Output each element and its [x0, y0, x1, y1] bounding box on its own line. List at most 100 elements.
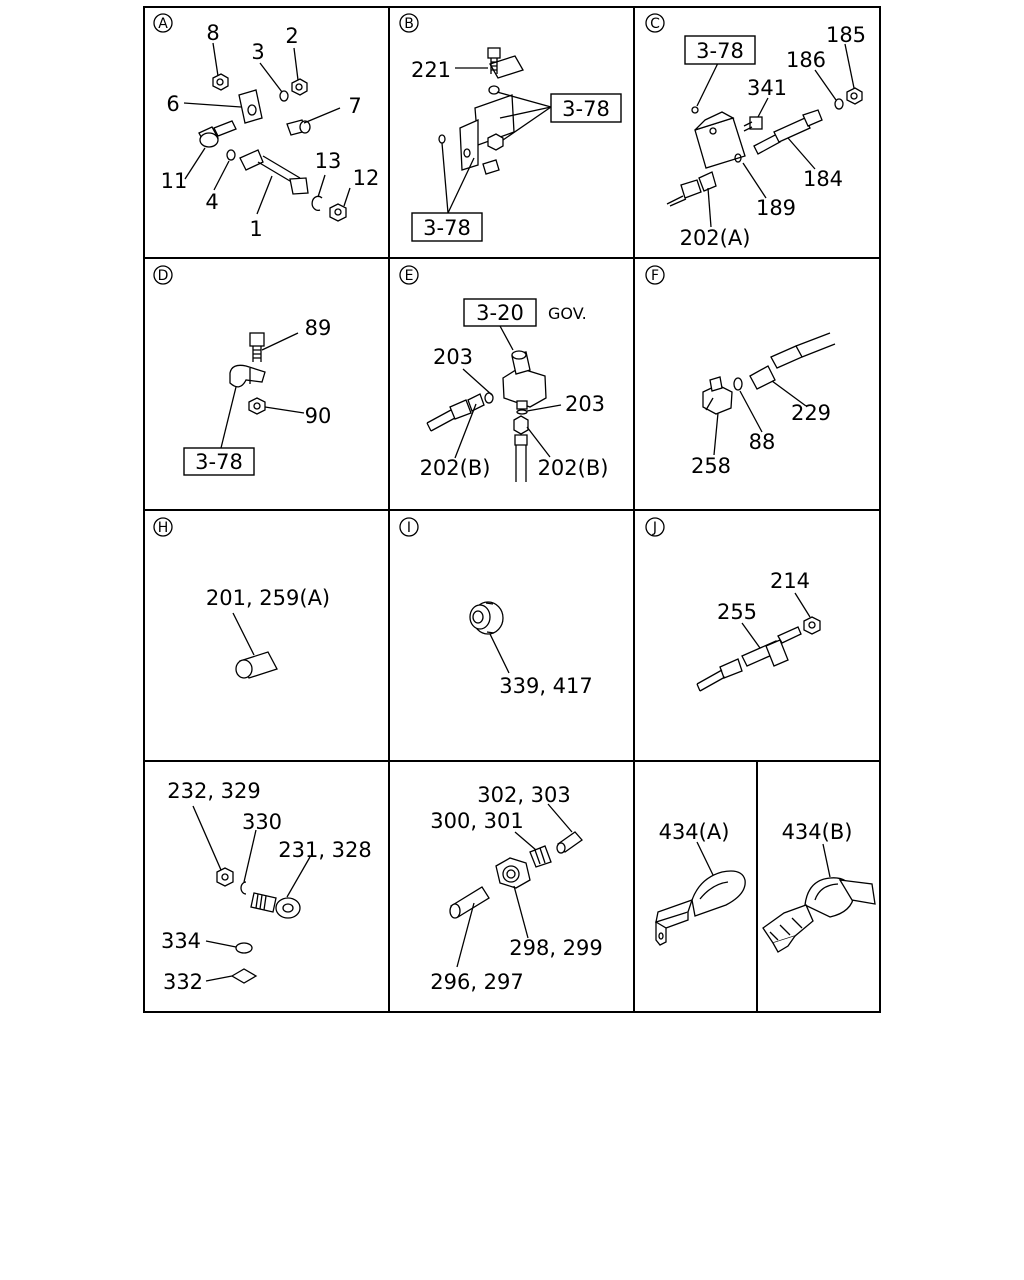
- svg-text:3-78: 3-78: [562, 97, 610, 121]
- ref-box-3-78-c: 3-78: [684, 35, 756, 65]
- panel-f: F 229 88 258: [645, 265, 836, 478]
- washer-4: [226, 149, 236, 161]
- label-7: 7: [348, 94, 361, 118]
- ref-box-3-78-d: 3-78: [183, 447, 255, 476]
- svg-text:3-20: 3-20: [476, 301, 524, 325]
- panel-grid: [143, 6, 881, 1013]
- label-202a: 202(A): [680, 226, 751, 250]
- sleeve-300: [529, 845, 552, 868]
- panel-e: E 3-20 GOV. 203 203: [399, 265, 609, 482]
- valve-body-e: [502, 350, 547, 410]
- panel-j: J 214 255: [645, 517, 821, 692]
- label-185: 185: [826, 23, 866, 47]
- nut-185: [846, 87, 863, 105]
- eye-bolt-11: [198, 120, 237, 148]
- panel-letter-j: J: [645, 517, 665, 537]
- washer-c: [691, 106, 699, 114]
- bracket-b: [459, 55, 524, 171]
- ref-box-3-78-b2: 3-78: [411, 212, 483, 242]
- panel-c: C: [645, 13, 866, 250]
- svg-text:E: E: [405, 268, 414, 284]
- label-186: 186: [786, 48, 826, 72]
- label-202b-right: 202(B): [538, 456, 609, 480]
- panel-letter-h: H: [153, 517, 173, 537]
- washer-88: [733, 377, 743, 391]
- label-214: 214: [770, 569, 810, 593]
- ref-box-3-20: 3-20: [463, 298, 537, 327]
- svg-text:B: B: [404, 16, 414, 32]
- svg-text:3-78: 3-78: [195, 450, 243, 474]
- bolt-221: [487, 47, 501, 74]
- clip-434b: [762, 877, 876, 953]
- panel-m: 434(A): [655, 820, 746, 946]
- panel-d: D 89 90 3-78: [153, 265, 332, 476]
- label-434b: 434(B): [782, 820, 853, 844]
- tee-258: [702, 376, 733, 415]
- label-184: 184: [803, 167, 843, 191]
- nut-12: [329, 203, 347, 222]
- label-89: 89: [305, 316, 332, 340]
- eye-bolt-231: [250, 892, 301, 919]
- pipe-229: [749, 332, 836, 390]
- label-13: 13: [315, 149, 342, 173]
- panel-l: 302, 303 300, 301 298, 299 296, 297: [430, 783, 603, 994]
- bolt-89: [249, 332, 265, 362]
- label-6: 6: [166, 92, 179, 116]
- label-434a: 434(A): [659, 820, 730, 844]
- svg-text:F: F: [651, 268, 659, 284]
- label-1: 1: [249, 217, 262, 241]
- label-334: 334: [161, 929, 201, 953]
- svg-text:3-78: 3-78: [696, 39, 744, 63]
- panel-letter-b: B: [399, 13, 419, 33]
- label-339-417: 339, 417: [499, 674, 593, 698]
- label-189: 189: [756, 196, 796, 220]
- bolt-7: [286, 119, 311, 136]
- label-330: 330: [242, 810, 282, 834]
- svg-text:I: I: [407, 520, 411, 536]
- label-232-329: 232, 329: [167, 779, 261, 803]
- label-2: 2: [285, 24, 298, 48]
- svg-text:D: D: [158, 268, 169, 284]
- pipe-184: [753, 109, 823, 155]
- washer-186: [834, 98, 844, 110]
- label-300-301: 300, 301: [430, 809, 524, 833]
- label-341: 341: [747, 76, 787, 100]
- panel-n: 434(B): [762, 820, 876, 953]
- panel-b: B 221 3-78: [399, 13, 622, 242]
- pin-302: [556, 831, 583, 854]
- label-gov: GOV.: [548, 304, 587, 323]
- washer-334: [235, 942, 253, 954]
- label-231-328: 231, 328: [278, 838, 372, 862]
- label-88: 88: [749, 430, 776, 454]
- panel-i: I 339, 417: [399, 517, 593, 698]
- label-302-303: 302, 303: [477, 783, 571, 807]
- tee-255: [696, 626, 802, 692]
- connector-202a: [666, 171, 717, 207]
- nut-8: [212, 73, 229, 91]
- panel-letter-f: F: [645, 265, 665, 285]
- hose-201: [235, 651, 278, 679]
- nut-90: [248, 397, 266, 415]
- clip-434a: [655, 870, 746, 946]
- bracket-plate: [238, 89, 263, 124]
- panel-letter-e: E: [399, 265, 419, 285]
- label-4: 4: [205, 190, 218, 214]
- label-229: 229: [791, 401, 831, 425]
- washer-203: [516, 409, 528, 415]
- plate-332: [230, 968, 258, 984]
- label-221: 221: [411, 58, 451, 82]
- svg-text:3-78: 3-78: [423, 216, 471, 240]
- bolt-b-lower: [482, 159, 500, 175]
- washer-3: [279, 90, 289, 102]
- washer-b: [438, 134, 446, 144]
- bracket-c: [694, 111, 746, 169]
- svg-text:A: A: [158, 16, 168, 32]
- grommet-339: [469, 601, 504, 635]
- svg-text:C: C: [650, 16, 660, 32]
- ref-box-3-78-b1: 3-78: [550, 93, 622, 123]
- bolt-341: [743, 116, 763, 132]
- label-298-299: 298, 299: [509, 936, 603, 960]
- nut-232: [216, 867, 234, 887]
- label-258: 258: [691, 454, 731, 478]
- nut-214: [803, 616, 821, 635]
